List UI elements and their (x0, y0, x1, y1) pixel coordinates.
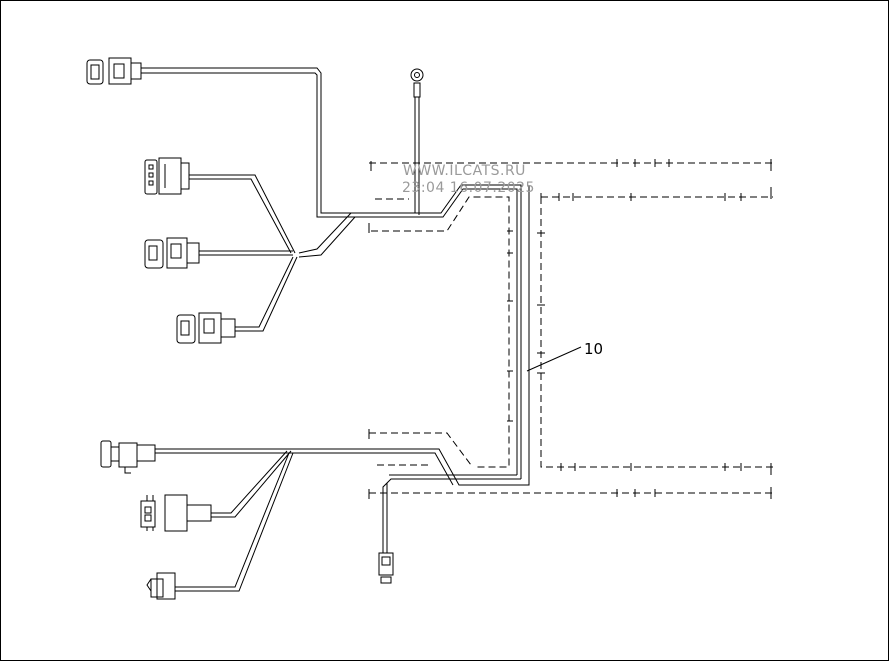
connector-bottom-3 (146, 572, 176, 600)
bottom-trunk (382, 185, 530, 553)
wire-bottom-3 (175, 452, 294, 592)
connector-4pin (144, 157, 190, 195)
connector-bottom-2 (140, 494, 212, 532)
wire-top-left (141, 67, 331, 218)
wire-lower-mid (235, 256, 298, 332)
wire-bottom-1 (155, 448, 525, 486)
callout-leader (526, 346, 582, 372)
phantom-harness (369, 162, 773, 494)
connector-bottom-1 (100, 440, 156, 474)
connector-middle (144, 237, 200, 269)
callout-label-10: 10 (584, 340, 604, 358)
connector-lower-mid (176, 312, 236, 344)
break-ticks (368, 159, 772, 499)
watermark-site: WWW.ILCATS.RU (403, 163, 526, 179)
ring-terminal (410, 68, 424, 215)
connector-top-left (86, 57, 142, 85)
wire-middle (199, 250, 293, 256)
connector-bottom-center (378, 552, 394, 584)
wire-bottom-2 (211, 450, 292, 518)
wire-4pin (189, 174, 296, 254)
watermark-timestamp: 23:04 16.07.2025 (402, 180, 535, 196)
upper-trunk (298, 184, 522, 479)
